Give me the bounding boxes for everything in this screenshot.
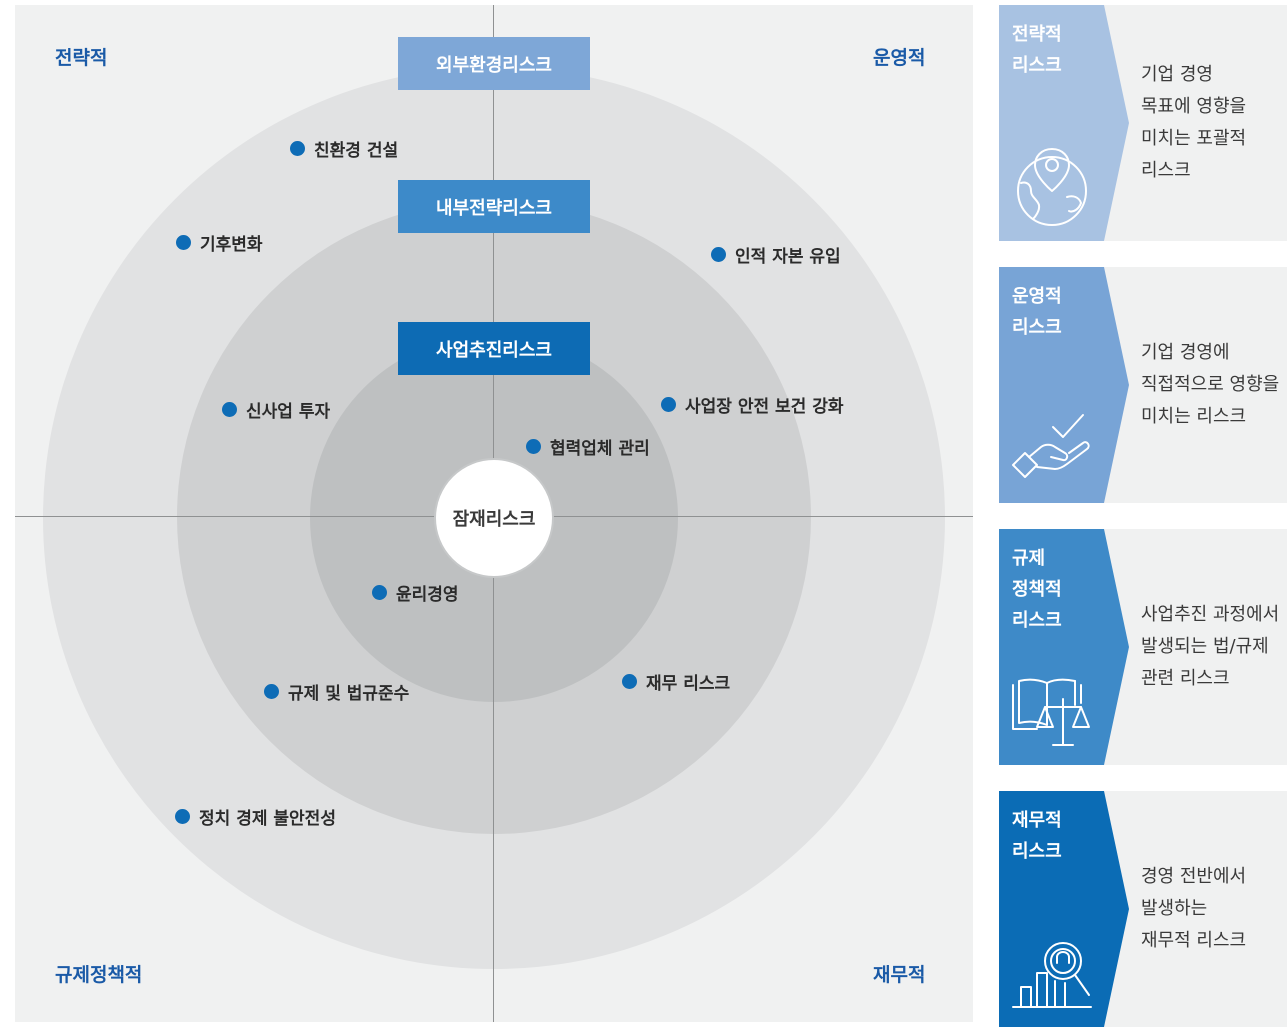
risk-item: 윤리경영 (372, 580, 459, 605)
risk-item-label: 친환경 건설 (314, 141, 399, 161)
risk-item-label: 재무 리스크 (646, 674, 731, 694)
legend-title: 규제 정책적 리스크 (1012, 548, 1062, 631)
legend-card-financial: 재무적 리스크 경영 전반에서 발생하는 재무적 리스크 (999, 791, 1287, 1027)
risk-dot-icon (264, 684, 279, 699)
legend-description: 사업추진 과정에서 발생되는 법/규제 관련 리스크 (1141, 604, 1280, 689)
legend-tab (999, 5, 1129, 241)
risk-dot-icon (661, 397, 676, 412)
risk-item: 기후변화 (176, 230, 263, 255)
risk-dot-icon (372, 585, 387, 600)
risk-dot-icon (176, 235, 191, 250)
legend-tab (999, 267, 1129, 503)
risk-item-label: 윤리경영 (396, 585, 459, 605)
risk-item: 정치 경제 불안전성 (175, 804, 336, 829)
ring-label-internal: 내부전략리스크 (398, 180, 590, 233)
legend-title: 운영적 리스크 (1012, 286, 1062, 338)
risk-dot-icon (222, 402, 237, 417)
legend-title: 전략적 리스크 (1012, 24, 1062, 76)
legend-card-regulatory: 규제 정책적 리스크 사업추진 과정에서 발생되는 법/규제 관련 리스크 (999, 529, 1287, 765)
quadrant-label-strategic: 전략적 (55, 47, 108, 69)
risk-item: 신사업 투자 (222, 397, 330, 422)
legend-title: 재무적 리스크 (1012, 810, 1062, 862)
risk-dot-icon (290, 141, 305, 156)
risk-item: 사업장 안전 보건 강화 (661, 392, 844, 417)
legend-tab (999, 529, 1129, 765)
risk-dot-icon (711, 247, 726, 262)
risk-item-label: 협력업체 관리 (550, 439, 650, 459)
quadrant-label-operational: 운영적 (873, 47, 926, 69)
risk-item: 협력업체 관리 (526, 434, 650, 459)
risk-item: 규제 및 법규준수 (264, 679, 409, 704)
risk-item: 재무 리스크 (622, 669, 730, 694)
center-circle (434, 458, 554, 578)
quadrant-label-regulatory: 규제정책적 (55, 964, 143, 986)
risk-item-label: 규제 및 법규준수 (288, 684, 410, 704)
ring-label-business: 사업추진리스크 (398, 322, 590, 375)
risk-item-label: 기후변화 (200, 235, 263, 255)
chart-magnifier-icon (1012, 942, 1092, 1008)
risk-item-label: 정치 경제 불안전성 (199, 809, 336, 829)
risk-item-label: 인적 자본 유입 (735, 247, 841, 267)
book-scales-icon (1012, 678, 1090, 746)
globe-location-icon (1017, 148, 1087, 226)
legend-description: 기업 경영에 직접적으로 영향을 미치는 리스크 (1141, 342, 1280, 427)
risk-dot-icon (622, 674, 637, 689)
center-label: 잠재리스크 (452, 509, 536, 530)
legend-card-operational: 운영적 리스크 기업 경영에 직접적으로 영향을 미치는 리스크 (999, 267, 1287, 503)
legend-card-strategic: 전략적 리스크 기업 경영 목표에 영향을 미치는 포괄적 리스크 (999, 5, 1287, 241)
risk-item: 친환경 건설 (290, 136, 398, 161)
quadrant-label-financial: 재무적 (873, 964, 926, 986)
risk-item-label: 사업장 안전 보건 강화 (685, 397, 844, 417)
legend-description: 경영 전반에서 발생하는 재무적 리스크 (1141, 866, 1247, 951)
risk-dot-icon (175, 809, 190, 824)
legend-tab (999, 791, 1129, 1027)
risk-item-label: 신사업 투자 (246, 402, 331, 422)
legend-description: 기업 경영 목표에 영향을 미치는 포괄적 리스크 (1141, 64, 1247, 181)
risk-dot-icon (526, 439, 541, 454)
risk-item: 인적 자본 유입 (711, 242, 841, 267)
ring-label-external: 외부환경리스크 (398, 37, 590, 90)
hand-check-icon (1012, 414, 1090, 478)
